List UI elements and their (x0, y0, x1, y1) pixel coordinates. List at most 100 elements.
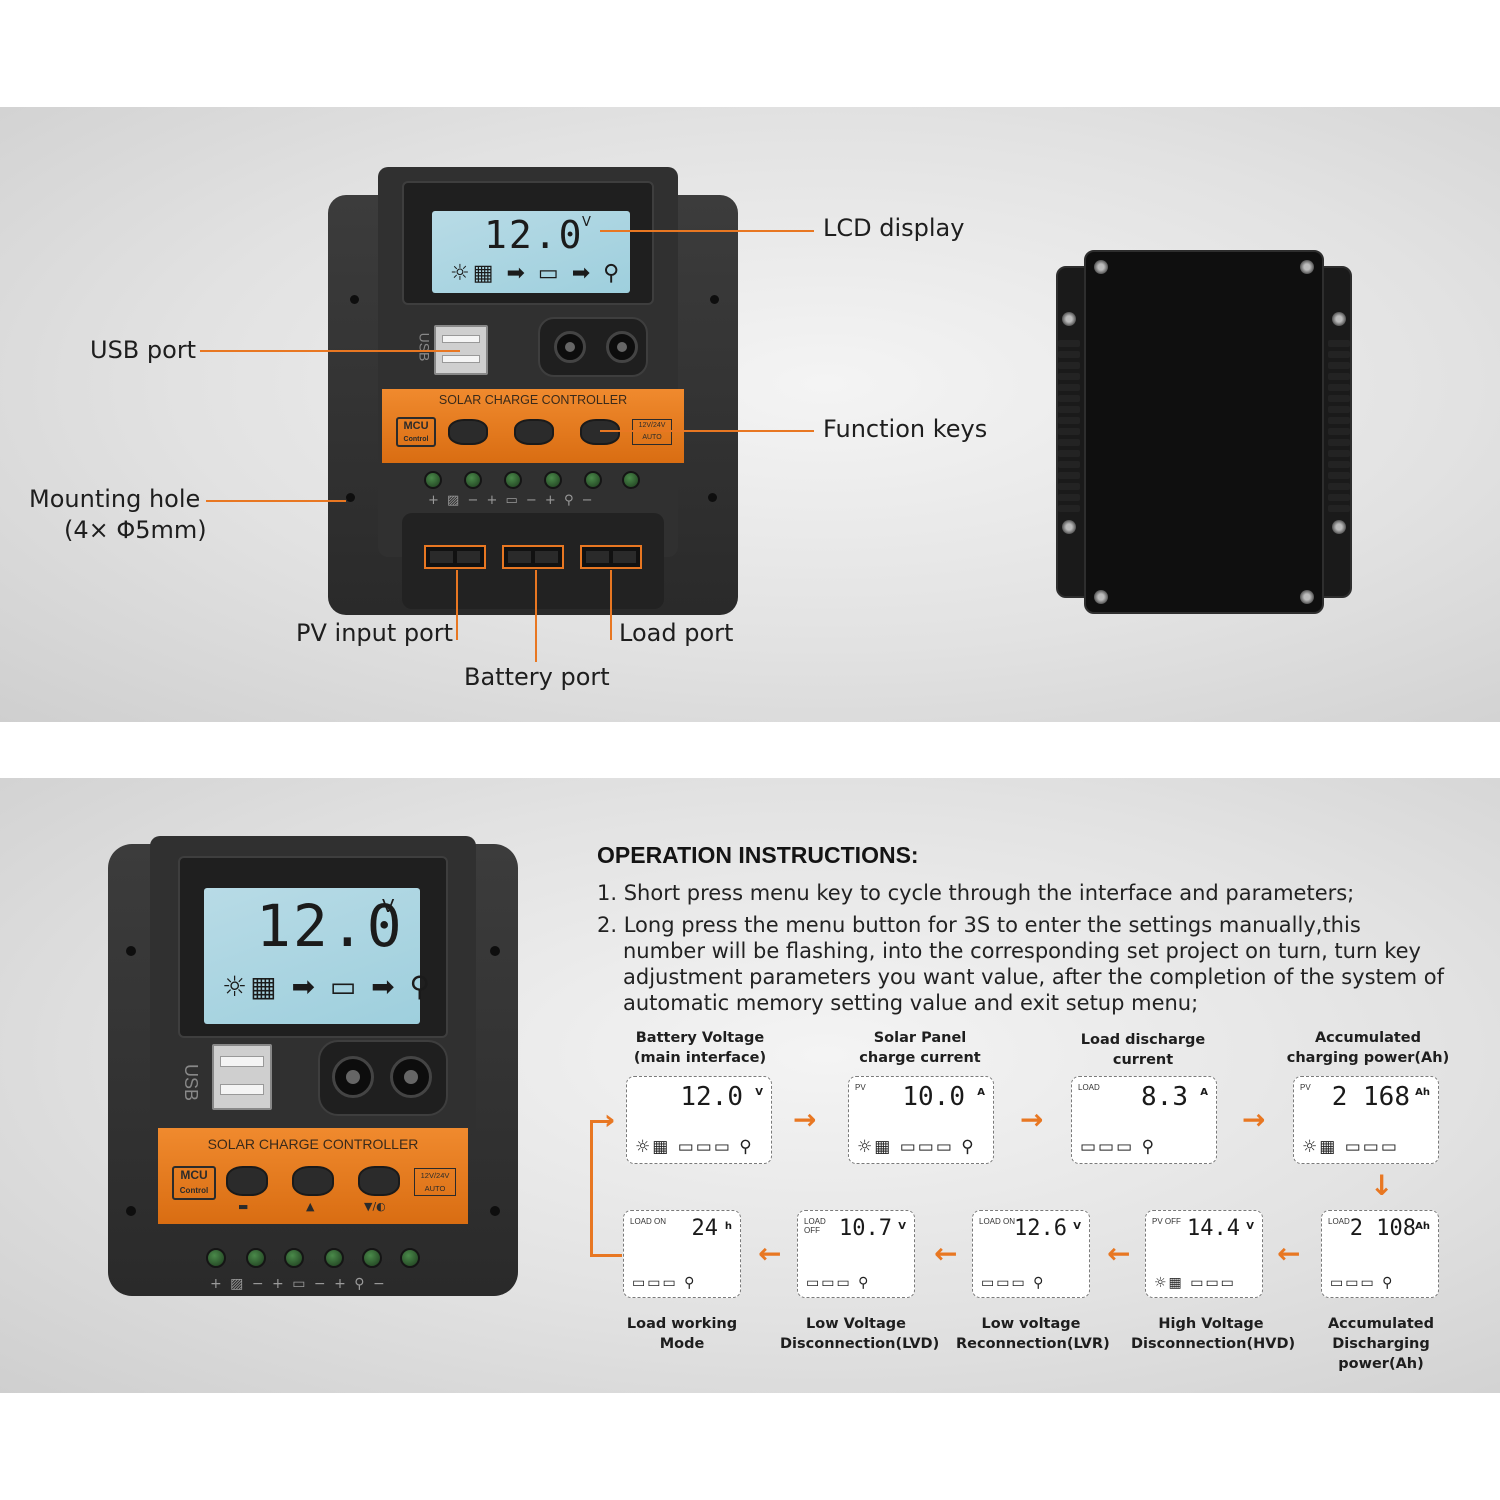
dc-output-right[interactable] (606, 331, 638, 363)
mounting-hole (490, 1206, 500, 1216)
down-key[interactable] (580, 419, 620, 445)
screw (1094, 260, 1108, 274)
screw (1300, 590, 1314, 604)
usb-port-large[interactable] (212, 1044, 272, 1110)
mounting-hole (710, 295, 719, 304)
menu-key[interactable] (448, 419, 488, 445)
leader-mounting-hole (206, 500, 346, 502)
arrow-right: → (793, 1103, 817, 1136)
arrow-left: ← (1277, 1237, 1301, 1270)
operation-step-2: 2. Long press the menu button for 3S to … (597, 913, 1445, 1015)
heatsink-fins-right (1328, 340, 1350, 512)
mounting-hole (490, 946, 500, 956)
screen-unit: V (898, 1221, 906, 1232)
voltage-badge: 12V/24V AUTO (632, 419, 672, 445)
arrow-right: → (1242, 1103, 1266, 1136)
orange-control-band-large: SOLAR CHARGE CONTROLLER MCU Control ▬ ▲ … (158, 1128, 468, 1224)
dc-output-right-large[interactable] (390, 1056, 432, 1098)
screen-value: 2 168 (1331, 1082, 1410, 1112)
callout-pv-input-port: PV input port (296, 619, 454, 647)
mcu-label-large: MCU (180, 1168, 208, 1182)
battery-terminal[interactable] (502, 545, 564, 569)
terminal-screw (362, 1248, 382, 1268)
up-key[interactable] (514, 419, 554, 445)
screw (1300, 260, 1314, 274)
usb-port[interactable] (434, 325, 488, 375)
callout-battery-port: Battery port (464, 663, 610, 691)
heatsink-fin (1328, 406, 1350, 413)
heatsink-fin (1328, 494, 1350, 501)
screen-icons: ▭▭▭ ⚲ (632, 1275, 697, 1291)
lcd-value: 12.0 (484, 213, 584, 257)
callout-usb-port: USB port (90, 336, 197, 364)
down-key-large[interactable] (358, 1166, 400, 1196)
heatsink-fin (1058, 362, 1080, 369)
voltage-label-large: 12V/24V (420, 1171, 450, 1180)
screen-unit: A (1200, 1087, 1208, 1098)
heatsink-fin (1058, 351, 1080, 358)
menu-key-large[interactable] (226, 1166, 268, 1196)
heatsink-fin (1328, 384, 1350, 391)
heatsink-fin (1058, 494, 1080, 501)
arrow-left: ← (934, 1237, 958, 1270)
terminal-labels: + ▨ − + ▭ − + ⚲ − (428, 493, 595, 508)
controller-front-bottom: 12.0 V ☼▦ ➡ ▭ ➡ ⚲ USB SOLAR CHARGE CONTR… (108, 836, 518, 1296)
terminal-screw (246, 1248, 266, 1268)
screen-label: Accumulated charging power(Ah) (1286, 1030, 1450, 1066)
terminal-labels-large: + ▨ − + ▭ − + ⚲ − (210, 1276, 387, 1292)
heatsink-fin (1058, 373, 1080, 380)
screen-value: 14.4 (1187, 1216, 1240, 1241)
mcu-sub-large: Control (179, 1186, 209, 1195)
heatsink-fin (1328, 395, 1350, 402)
heatsink-fin (1328, 472, 1350, 479)
operation-step-1: 1. Short press menu key to cycle through… (597, 881, 1355, 905)
screen-value: 10.7 (839, 1216, 892, 1241)
heatsink-fin (1058, 406, 1080, 413)
screen-unit: h (724, 1221, 732, 1232)
screen-icons: ▭▭▭ ⚲ (806, 1275, 871, 1291)
heatsink-fin (1058, 340, 1080, 347)
screen-unit: V (755, 1087, 763, 1098)
load-terminal[interactable] (580, 545, 642, 569)
return-loop-vertical (590, 1120, 593, 1256)
terminal-screw (464, 471, 482, 489)
return-loop-top (590, 1120, 612, 1123)
screen-tag: PV OFF (1152, 1217, 1181, 1226)
heatsink-fin (1058, 461, 1080, 468)
heatsink-fin (1058, 483, 1080, 490)
usb-label-large: USB (181, 1063, 202, 1102)
pv-terminal[interactable] (424, 545, 486, 569)
callout-load-port: Load port (619, 619, 734, 647)
dc-output-left-large[interactable] (332, 1056, 374, 1098)
lcd-unit-large: V (382, 896, 395, 917)
lcd-value-large: 12.0 (256, 892, 404, 960)
dc-output-left[interactable] (554, 331, 586, 363)
operation-title: OPERATION INSTRUCTIONS: (597, 842, 919, 868)
callout-mounting-hole-1: Mounting hole (29, 485, 201, 513)
screw (1332, 520, 1346, 534)
arrow-right: → (1020, 1103, 1044, 1136)
callout-mounting-hole-2: (4× Φ5mm) (64, 516, 207, 544)
terminal-screw (284, 1248, 304, 1268)
terminal-screw (504, 471, 522, 489)
band-title-large: SOLAR CHARGE CONTROLLER (207, 1136, 419, 1152)
screen-label: Load working Mode (626, 1316, 738, 1352)
lcd-flow-icons-large: ☼▦ ➡ ▭ ➡ ⚲ (222, 970, 434, 1003)
mounting-hole (350, 295, 359, 304)
screen-label: Accumulated Discharging power(Ah) (1327, 1316, 1435, 1372)
up-key-large[interactable] (292, 1166, 334, 1196)
leader-load (610, 570, 612, 640)
voltage-label: 12V/24V (638, 422, 666, 429)
terminal-screw (584, 471, 602, 489)
heatsink-fin (1058, 417, 1080, 424)
key-symbol-up: ▲ (306, 1200, 315, 1213)
heatsink-fin (1328, 461, 1350, 468)
screen-label: High Voltage Disconnection(HVD) (1131, 1316, 1296, 1352)
screen-icons: ☼▦ ▭▭▭ (1154, 1275, 1236, 1291)
screen-tag: LOAD (1078, 1083, 1100, 1092)
screen-tag: LOAD ON (979, 1217, 1016, 1226)
